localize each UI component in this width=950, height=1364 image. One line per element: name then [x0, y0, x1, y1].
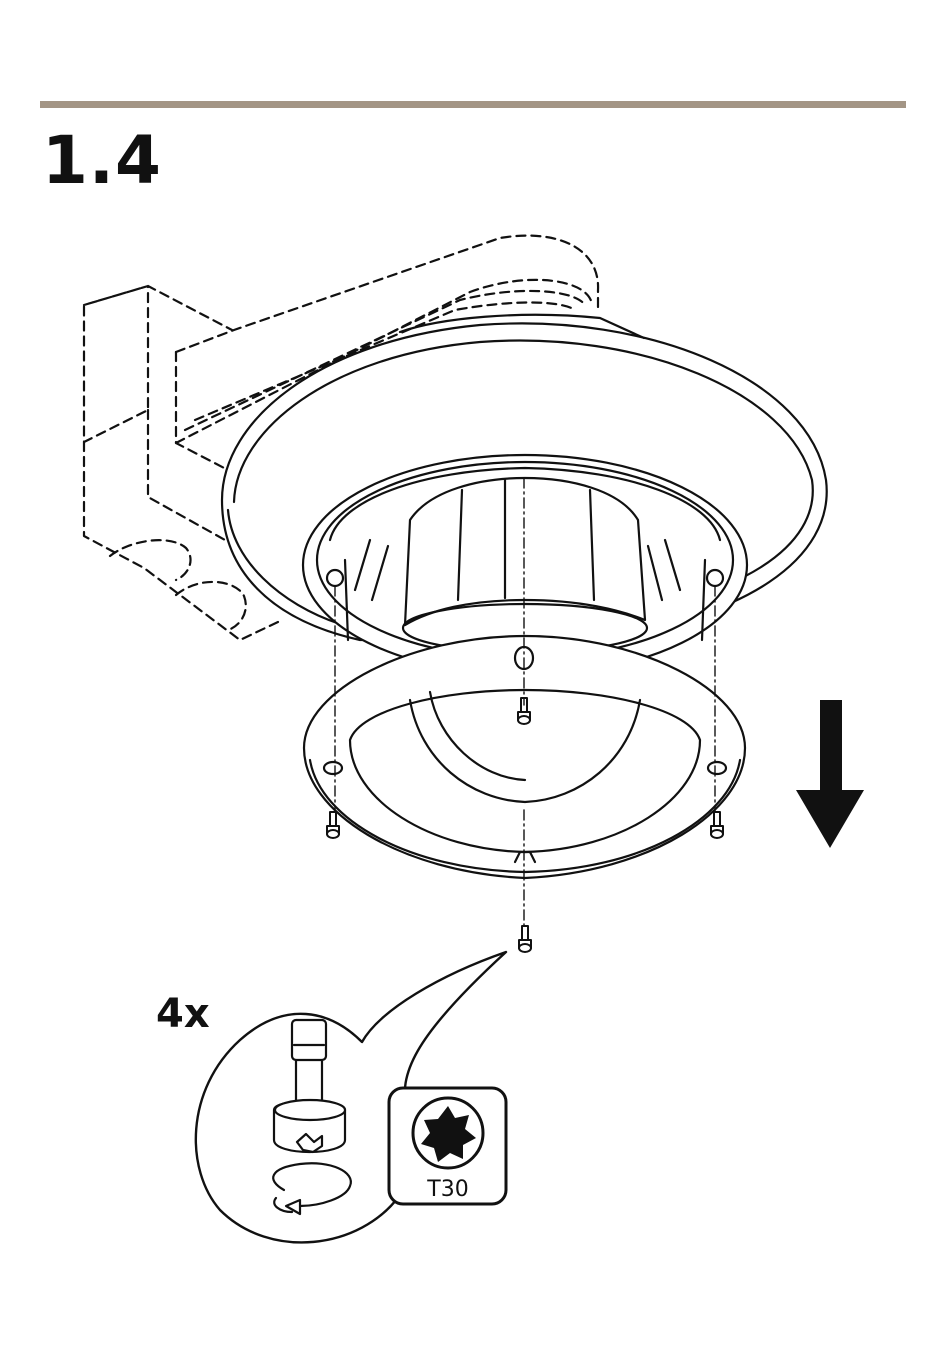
- quantity-label: 4x: [156, 994, 210, 1034]
- screw-left: [327, 812, 339, 838]
- screw-right: [711, 812, 723, 838]
- torx-size-label: T30: [426, 1177, 468, 1202]
- down-arrow-icon: [796, 700, 864, 848]
- screw-bottom: [519, 926, 531, 952]
- torx-bit-icon: T30: [389, 1088, 506, 1204]
